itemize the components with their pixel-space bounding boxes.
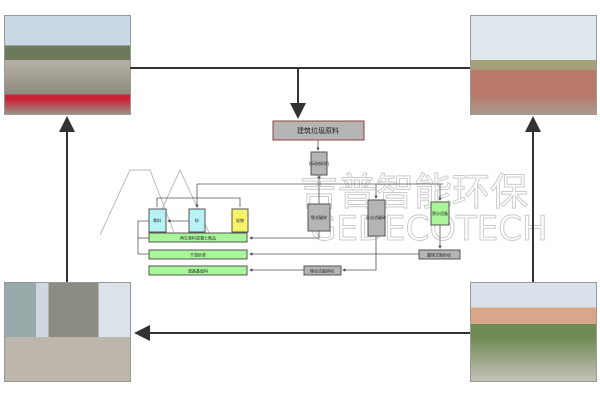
- product-bar-1-label: 再生骨料混凝土制品: [180, 235, 216, 241]
- impact-crusher-label: 反击式破碎: [366, 214, 386, 220]
- sand-maker-label: 圆锥式制砂机: [427, 252, 451, 258]
- photo-building-demolition: [4, 282, 131, 382]
- raw-material-label: 建筑垃圾原料: [297, 126, 339, 135]
- aggregate-box: [148, 208, 167, 233]
- raw-material-box: [272, 120, 365, 141]
- mobile-crusher-label: 移动式破碎机: [310, 268, 334, 274]
- watermark-logo: 吉普智能环保 GEDECOTECH: [99, 168, 548, 250]
- jaw-crusher-label: 颚式破碎: [311, 214, 327, 220]
- jaw-crusher-box: [307, 203, 331, 232]
- photo-construction-waste: [4, 15, 131, 115]
- screen-label: 筛分设备: [432, 210, 448, 216]
- product-bar-2: [148, 249, 248, 260]
- watermark-en: GEDECOTECH: [310, 209, 548, 249]
- impact-crusher-box: [367, 199, 386, 237]
- light-material-label: 轻物: [236, 217, 244, 223]
- product-bar-2-label: 干混砂浆: [190, 252, 206, 258]
- feeder-box: [310, 151, 328, 176]
- aggregate-label: 骨料: [153, 217, 161, 223]
- light-material-box: [231, 208, 249, 233]
- photo-demolition-rubble: [470, 15, 597, 115]
- screen-box: [430, 201, 450, 226]
- sand-maker-box: [418, 249, 461, 260]
- product-bar-1: [148, 232, 248, 243]
- product-bar-3-label: 道路基层料: [188, 268, 208, 274]
- sand-box: [188, 208, 206, 233]
- photo-cleared-site: [470, 282, 597, 382]
- feeder-label: 振动给料机: [309, 160, 329, 166]
- watermark-cn: 吉普智能环保: [300, 170, 528, 214]
- product-bar-3: [148, 265, 248, 276]
- mobile-crusher-box: [303, 265, 342, 276]
- sand-label: 砂: [195, 217, 199, 223]
